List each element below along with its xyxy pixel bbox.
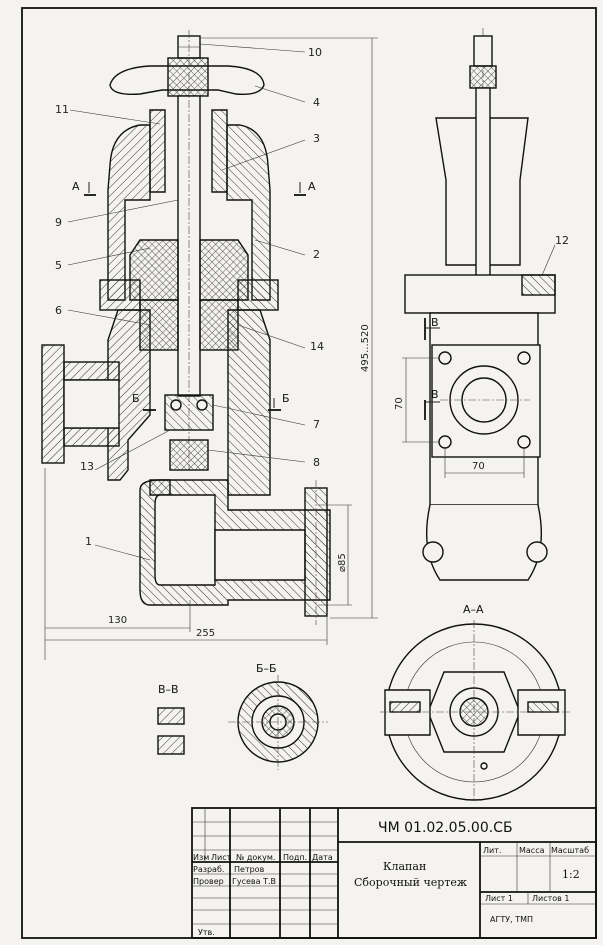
leader-5: 5 <box>55 259 62 272</box>
leader-9: 9 <box>55 216 62 229</box>
sheets-total: Листов 1 <box>532 894 570 903</box>
col-list: Лист <box>211 853 232 862</box>
section-mark-b-left: Б <box>132 392 140 405</box>
section-mark-v-bottom: В <box>431 388 439 401</box>
col-izm: Изм <box>193 853 209 862</box>
leader-3: 3 <box>313 132 320 145</box>
sheet-number: Лист 1 <box>485 894 513 903</box>
massa-label: Масса <box>519 846 545 855</box>
masshtab-label: Масштаб <box>551 846 589 855</box>
title-block: ЧМ 01.02.05.00.СБ Изм Лист № докум. Подп… <box>191 807 597 939</box>
leader-13: 13 <box>80 460 94 473</box>
col-podp: Подп. <box>283 853 307 862</box>
razrab-name: Петров <box>234 865 265 874</box>
dim-width-130: 130 <box>108 615 127 626</box>
main-view <box>41 30 331 625</box>
lit-label: Лит. <box>483 846 501 855</box>
leader-10: 10 <box>308 46 322 59</box>
leader-1: 1 <box>85 535 92 548</box>
doc-number: ЧМ 01.02.05.00.СБ <box>378 820 513 836</box>
leader-4: 4 <box>313 96 320 109</box>
col-data: Дата <box>312 853 333 862</box>
section-marks: А А Б Б <box>72 180 316 411</box>
row-razrab: Разраб. <box>193 865 224 874</box>
section-vv: В–В <box>157 683 185 755</box>
leader-7: 7 <box>313 418 320 431</box>
section-bb: Б–Б <box>228 662 328 770</box>
dimensions-main: 495...520 130 255 ⌀85 <box>44 37 378 660</box>
leaders: 10 4 11 3 9 5 2 6 14 7 13 8 1 12 <box>55 43 569 561</box>
dim-width-255: 255 <box>196 628 215 639</box>
row-utv: Утв. <box>198 928 215 937</box>
side-view: В В 70 70 <box>394 28 556 581</box>
section-mark-v-top: В <box>431 316 439 329</box>
section-title-bb: Б–Б <box>256 662 277 675</box>
leader-12: 12 <box>555 234 569 247</box>
dim-height: 495...520 <box>360 324 371 372</box>
col-doc: № докум. <box>236 853 275 862</box>
leader-2: 2 <box>313 248 320 261</box>
scale-value: 1:2 <box>562 868 580 881</box>
section-mark-a-left: А <box>72 180 80 193</box>
prover-name: Гусева Т.В <box>232 877 276 886</box>
row-prover: Провер <box>193 877 224 886</box>
doc-type: Сборочный чертеж <box>354 876 467 889</box>
product-name: Клапан <box>383 860 426 873</box>
section-title-vv: В–В <box>158 683 179 696</box>
org-name: АГТУ, ТМП <box>490 915 533 924</box>
leader-14: 14 <box>310 340 324 353</box>
leader-8: 8 <box>313 456 320 469</box>
dim-side-70-vertical: 70 <box>394 397 405 410</box>
leader-6: 6 <box>55 304 62 317</box>
dim-side-70-horizontal: 70 <box>472 461 485 472</box>
section-mark-a-right: А <box>308 180 316 193</box>
leader-11: 11 <box>55 103 69 116</box>
section-title-aa: А–А <box>463 603 484 616</box>
section-aa: А–А <box>380 603 570 801</box>
dim-dia-85: ⌀85 <box>337 553 348 572</box>
section-mark-b-right: Б <box>282 392 290 405</box>
